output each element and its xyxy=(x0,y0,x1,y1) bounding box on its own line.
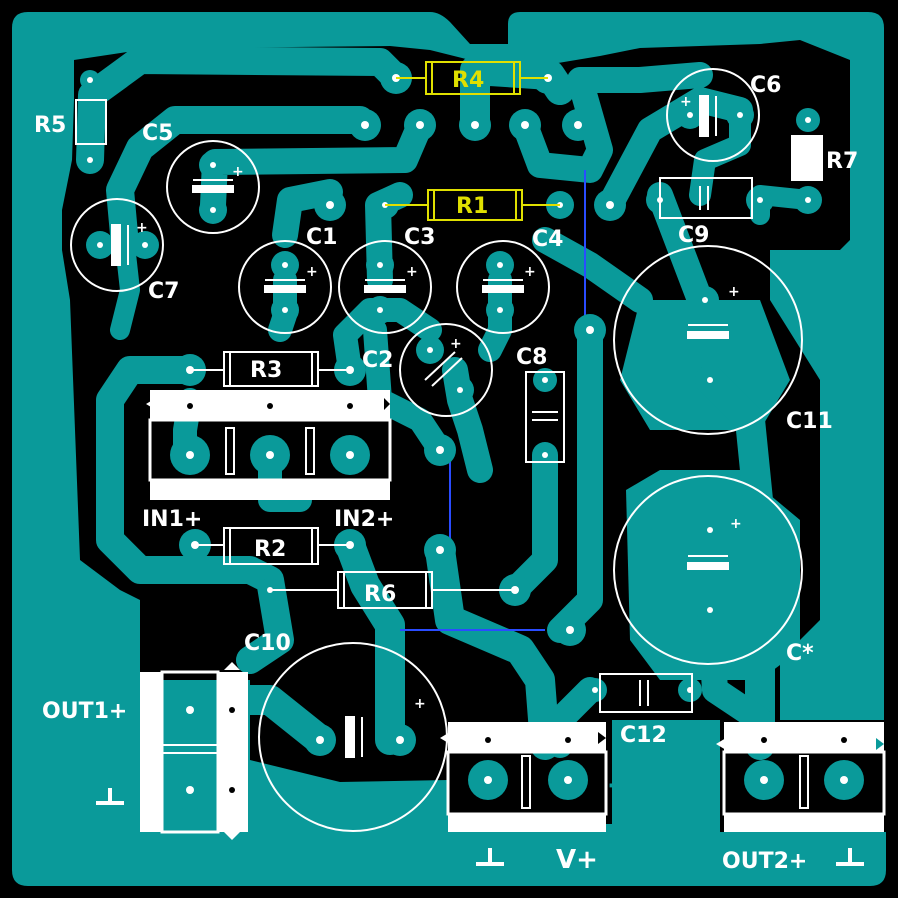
jumper-wires xyxy=(400,170,586,631)
c12-outline xyxy=(599,673,693,713)
label-r5: R5 xyxy=(34,113,66,138)
c6-outline xyxy=(666,68,760,162)
plus-power: + xyxy=(606,765,635,805)
label-cx: C* xyxy=(786,641,814,666)
label-r7: R7 xyxy=(826,149,858,174)
r5-outline xyxy=(75,99,107,145)
c4-outline xyxy=(456,240,550,334)
plus-c1: + xyxy=(306,264,318,280)
plus-c2: + xyxy=(450,336,462,352)
input-connector xyxy=(146,390,392,500)
connector-labels: IN1+ IN2+ OUT1+ V+ OUT2+ xyxy=(42,507,807,875)
label-c10: C10 xyxy=(244,631,291,656)
c9-outline xyxy=(659,177,753,219)
label-in1: IN1+ xyxy=(142,507,202,532)
r6-outline xyxy=(270,571,515,609)
label-r4: R4 xyxy=(452,68,484,93)
plus-c10: + xyxy=(414,696,426,712)
c5-outline xyxy=(166,140,260,234)
c11-outline xyxy=(613,245,803,435)
label-r2: R2 xyxy=(254,537,286,562)
c3-outline xyxy=(338,240,432,334)
r7-outline xyxy=(791,135,823,181)
label-c3: C3 xyxy=(404,225,435,250)
c2-outline xyxy=(399,323,493,417)
ground-symbols xyxy=(96,788,864,866)
label-r6: R6 xyxy=(364,582,396,607)
c8-outline xyxy=(525,371,565,463)
label-in2: IN2+ xyxy=(334,507,394,532)
polarity-marks: + + + + + + + + + + + xyxy=(136,94,742,805)
capacitor-outlines xyxy=(70,68,803,832)
cx-outline xyxy=(613,475,803,665)
plus-c5: + xyxy=(232,164,244,180)
label-c11: C11 xyxy=(786,409,833,434)
plus-c7: + xyxy=(136,220,148,236)
label-c4: C4 xyxy=(532,227,563,252)
out1-connector xyxy=(140,662,248,840)
label-vplus: V+ xyxy=(556,845,598,875)
label-c7: C7 xyxy=(148,279,179,304)
label-r1: R1 xyxy=(456,194,488,219)
r4-outline xyxy=(396,61,548,95)
plus-c6: + xyxy=(680,94,692,110)
label-out2: OUT2+ xyxy=(722,849,807,874)
label-c6: C6 xyxy=(750,73,781,98)
r2-outline xyxy=(195,527,350,565)
label-c8: C8 xyxy=(516,345,547,370)
out2-connector xyxy=(716,722,886,832)
drill-holes xyxy=(87,74,811,744)
label-r3: R3 xyxy=(250,358,282,383)
r3-outline xyxy=(190,351,350,387)
plus-cx: + xyxy=(730,516,742,532)
label-c2: C2 xyxy=(362,348,393,373)
r1-outline xyxy=(385,189,560,221)
power-connector xyxy=(440,722,608,832)
label-c9: C9 xyxy=(678,223,709,248)
label-out1: OUT1+ xyxy=(42,699,127,724)
c1-outline xyxy=(238,240,332,334)
label-c1: C1 xyxy=(306,225,337,250)
plus-c3: + xyxy=(406,264,418,280)
component-labels: R4 R1 R5 C5 C6 R7 C9 C7 C1 C3 C4 R3 C2 C… xyxy=(34,68,858,748)
label-c12: C12 xyxy=(620,723,667,748)
plus-c11: + xyxy=(728,284,740,300)
resistor-outlines xyxy=(75,61,823,609)
plus-c4: + xyxy=(524,264,536,280)
copper-traces xyxy=(76,46,818,760)
label-c5: C5 xyxy=(142,121,173,146)
c7-outline xyxy=(70,198,164,292)
